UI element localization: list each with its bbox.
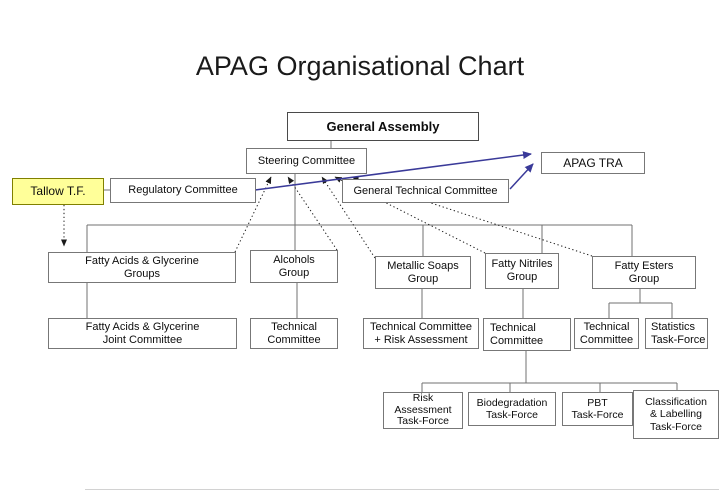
label-line: Technical xyxy=(583,320,630,333)
node-technical-committee-risk-assessment: Technical Committee + Risk Assessment xyxy=(363,318,479,349)
label-line: Technical Committee xyxy=(369,320,473,333)
node-general-technical-committee: General Technical Committee xyxy=(342,179,509,203)
slide-edge-line xyxy=(85,489,719,490)
label-line: Task-Force xyxy=(486,409,538,421)
label-line: Group xyxy=(407,272,439,285)
label-line: Regulatory Committee xyxy=(128,184,238,196)
label-line: PBT xyxy=(587,396,608,409)
label-line: Groups xyxy=(123,267,161,280)
dotted-links xyxy=(61,176,593,259)
label-line: + Risk Assessment xyxy=(374,333,468,346)
label-line: Tallow T.F. xyxy=(30,184,86,198)
label-line: Task-Force xyxy=(397,415,449,428)
node-general-assembly: General Assembly xyxy=(287,112,479,141)
label-line: Fatty Nitriles xyxy=(491,258,553,270)
label-line: Fatty Acids & Glycerine xyxy=(85,320,200,333)
label-line: Task-Force xyxy=(651,333,706,346)
node-risk-assessment-task-force: Risk Assessment Task-Force xyxy=(383,392,463,429)
label-line: Fatty Esters xyxy=(614,259,674,272)
node-pbt-task-force: PBT Task-Force xyxy=(562,392,633,426)
node-tallow-task-force: Tallow T.F. xyxy=(12,178,104,205)
label-line: Group xyxy=(278,266,310,279)
label-line: Classification xyxy=(645,395,707,408)
label-line: Fatty Acids & Glycerine xyxy=(85,254,199,267)
label-line: Technical xyxy=(271,320,317,333)
node-alcohols-group: Alcohols Group xyxy=(250,250,338,283)
label-line: Committee xyxy=(579,333,634,346)
solid-connectors xyxy=(86,140,678,392)
label-line: Metallic Soaps xyxy=(387,259,459,272)
label-line: General Technical Committee xyxy=(353,184,498,197)
label-line: Assessment xyxy=(394,403,452,416)
label-line: Statistics xyxy=(651,320,696,333)
node-fatty-nitriles-group: Fatty Nitriles Group xyxy=(485,253,559,289)
node-classification-labelling-task-force: Classification & Labelling Task-Force xyxy=(633,390,719,439)
node-regulatory-committee: Regulatory Committee xyxy=(110,178,256,203)
label-line: General Assembly xyxy=(326,119,440,134)
label-line: Committee xyxy=(490,334,544,347)
label-line: Risk xyxy=(412,392,434,405)
node-technical-committee-nitriles: Technical Committee xyxy=(483,318,571,351)
label-line: Committee xyxy=(267,333,321,346)
label-line: Group xyxy=(628,272,660,285)
page-title: APAG Organisational Chart xyxy=(195,51,525,81)
node-technical-committee-esters: Technical Committee xyxy=(574,318,639,349)
blue-arrows xyxy=(254,151,534,191)
label-line: Alcohols xyxy=(273,253,315,266)
label-line: Joint Committee xyxy=(102,333,183,346)
node-metallic-soaps-group: Metallic Soaps Group xyxy=(375,256,471,289)
label-line: & Labelling xyxy=(650,408,702,421)
label-line: Task-Force xyxy=(650,420,702,433)
node-fatty-acids-glycerine-groups: Fatty Acids & Glycerine Groups xyxy=(48,252,236,283)
node-fatty-esters-group: Fatty Esters Group xyxy=(592,256,696,289)
node-fatty-acids-glycerine-joint-committee: Fatty Acids & Glycerine Joint Committee xyxy=(48,318,237,349)
label-line: APAG TRA xyxy=(563,155,623,170)
node-steering-committee: Steering Committee xyxy=(246,148,367,174)
label-line: Biodegradation xyxy=(476,396,548,409)
label-line: Steering Committee xyxy=(257,154,356,167)
label-line: Group xyxy=(506,271,538,283)
node-technical-committee-alcohols: Technical Committee xyxy=(250,318,338,349)
label-line: Task-Force xyxy=(571,409,624,421)
node-statistics-task-force: Statistics Task-Force xyxy=(645,318,708,349)
node-biodegradation-task-force: Biodegradation Task-Force xyxy=(468,392,556,426)
node-apag-tra: APAG TRA xyxy=(541,152,645,174)
label-line: Technical xyxy=(490,321,536,334)
